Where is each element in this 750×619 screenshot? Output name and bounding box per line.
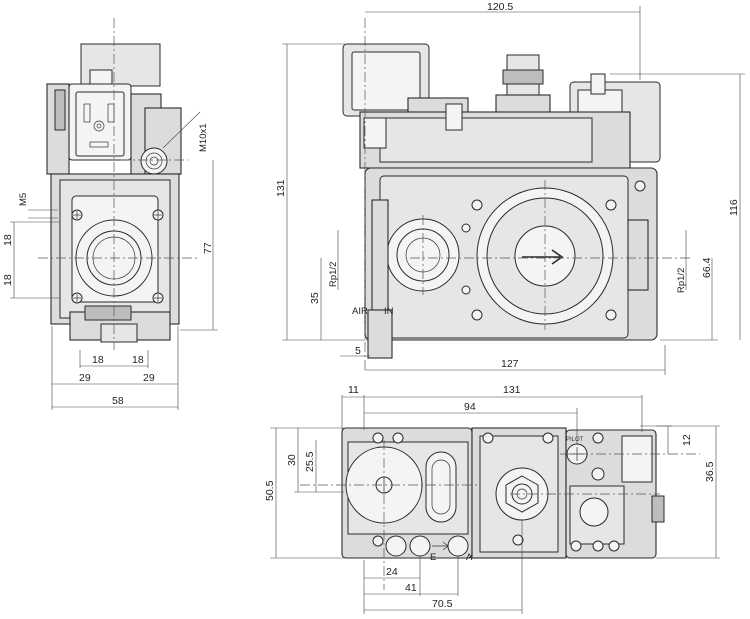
dim-length-127: 127 — [501, 358, 519, 370]
dim-bottom-18-right: 18 — [132, 354, 144, 366]
plan-view: PILOT E A 11 131 94 — [264, 384, 720, 614]
dim-plan-24: 24 — [386, 566, 398, 578]
label-port-a: A — [466, 552, 473, 563]
label-pilot: PILOT — [566, 437, 584, 443]
dim-top-width: 120.5 — [487, 1, 513, 13]
front-view: AIR IN 120.5 131 35 Rp1/2 5 127 Rp1/2 66… — [275, 1, 745, 375]
dim-side-18-lower: 18 — [2, 274, 14, 286]
label-air: AIR — [352, 306, 368, 317]
port-e — [409, 535, 431, 557]
dim-plan-12: 12 — [681, 434, 693, 446]
dim-plan-11: 11 — [348, 384, 359, 396]
dim-height-35: 35 — [309, 292, 321, 304]
dim-plan-70-5: 70.5 — [432, 598, 453, 610]
dim-plan-94: 94 — [464, 401, 476, 413]
dim-rp-right: Rp1/2 — [676, 268, 687, 293]
dim-bottom-18-left: 18 — [92, 354, 104, 366]
dim-plan-41: 41 — [405, 582, 417, 594]
dim-width-58: 58 — [112, 395, 124, 407]
side-view: M5 18 18 M10x1 77 18 18 29 29 58 — [2, 18, 218, 410]
dim-offset-5: 5 — [355, 345, 361, 357]
dim-plan-131: 131 — [503, 384, 521, 396]
dim-plan-25-5: 25.5 — [304, 451, 316, 472]
dim-plan-50-5: 50.5 — [264, 480, 276, 501]
dim-side-77: 77 — [202, 242, 214, 254]
dim-m5: M5 — [18, 193, 29, 206]
dim-plan-30: 30 — [286, 454, 298, 466]
port-a — [447, 535, 469, 557]
dim-height-116: 116 — [728, 199, 740, 216]
dim-height-66: 66.4 — [701, 257, 713, 278]
label-in: IN — [384, 306, 394, 317]
dim-overall-height: 131 — [275, 179, 287, 197]
dim-plan-36-5: 36.5 — [704, 461, 716, 482]
dim-bottom-29-right: 29 — [143, 372, 155, 384]
side-m10-fitting — [140, 147, 168, 175]
dim-bottom-29-left: 29 — [79, 372, 91, 384]
dim-side-18-upper: 18 — [2, 234, 14, 246]
label-port-e: E — [430, 552, 436, 563]
dim-m10: M10x1 — [198, 123, 209, 152]
dim-rp-left: Rp1/2 — [328, 262, 339, 287]
